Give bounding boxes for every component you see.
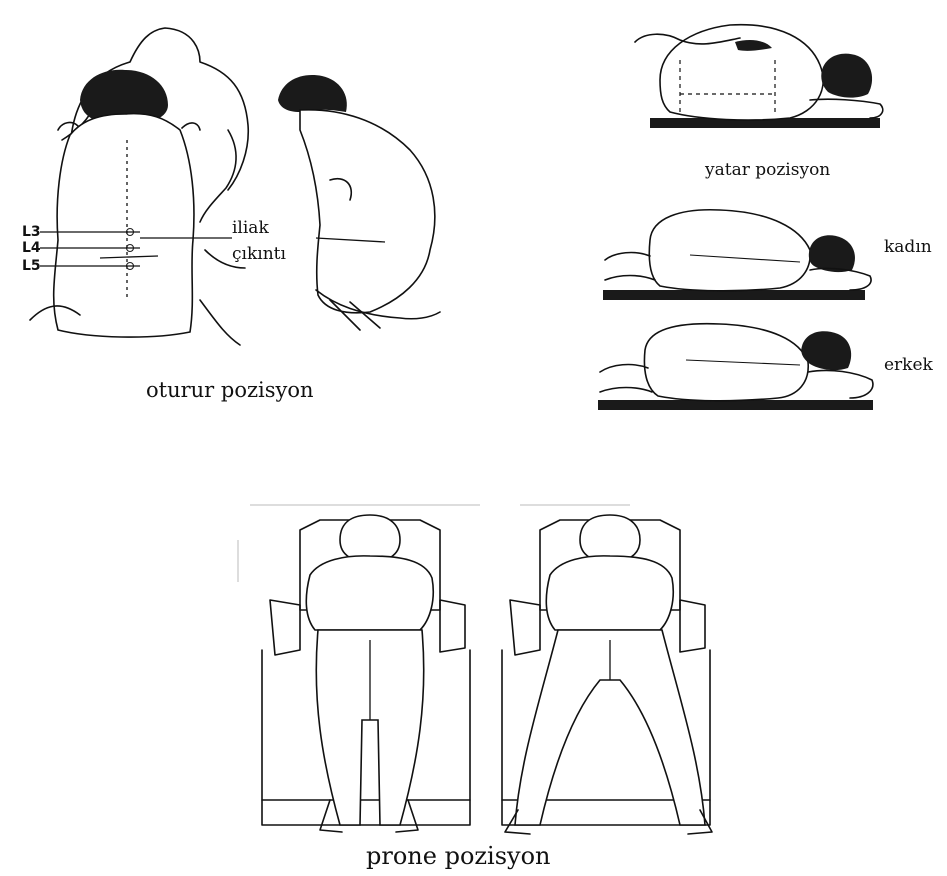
prone-illustration <box>238 505 712 834</box>
prone-caption: prone pozisyon <box>366 842 551 870</box>
female-label: kadın <box>884 237 932 257</box>
spine-label-l5: L5 <box>22 258 41 274</box>
iliac-label-line2: çıkıntı <box>232 244 286 264</box>
spine-label-l3: L3 <box>22 224 41 240</box>
iliac-label-line1: iliak <box>232 218 269 238</box>
sitting-caption: oturur pozisyon <box>146 378 314 402</box>
spine-label-l4: L4 <box>22 240 41 256</box>
male-label: erkek <box>884 355 933 375</box>
sitting-illustration <box>30 28 440 345</box>
lateral-illustration <box>598 25 883 410</box>
lateral-caption: yatar pozisyon <box>705 160 830 180</box>
side-patient-hair <box>278 75 347 112</box>
